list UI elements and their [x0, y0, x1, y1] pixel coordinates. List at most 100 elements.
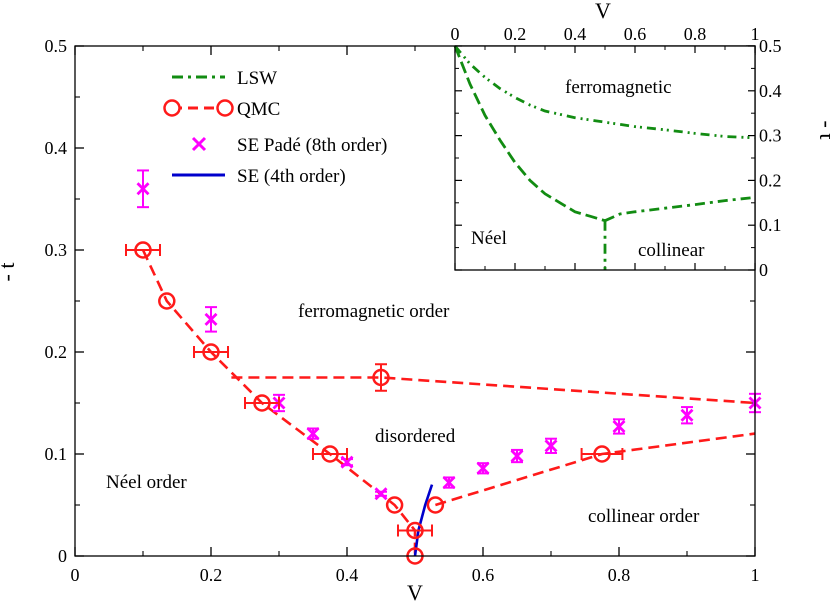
legend-label-qmc: QMC — [237, 99, 280, 120]
x-tick-label: 0.8 — [608, 565, 631, 585]
qmc-point — [312, 445, 348, 463]
region-label-neel-order: Néel order — [106, 472, 187, 493]
se-pade-cross-marker — [544, 439, 558, 453]
inset-x-tick-label: 0.6 — [624, 24, 647, 44]
se-pade-cross-marker — [680, 408, 694, 422]
y-tick-label: 0 — [58, 546, 67, 566]
main-x-axis-label: V — [407, 580, 423, 605]
main-y-axis-label: - t — [0, 263, 19, 282]
legend-swatch-qmc-marker-left — [163, 99, 181, 117]
se-pade-cross-marker — [374, 487, 388, 501]
legend-entry-se-4th: SE (4th order) — [172, 166, 346, 187]
legend-entry-se-pade: SE Padé (8th order) — [191, 135, 387, 156]
se-pade-point — [612, 418, 626, 435]
qmc-line-segment — [141, 249, 417, 556]
se-pade-cross-marker — [306, 427, 320, 441]
y-tick-label: 0.1 — [45, 444, 68, 464]
inset-background — [455, 46, 755, 270]
main-tick-labels: 0 0.2 0.4 0.6 0.8 1 0 0.1 0.2 0.3 0.4 0.5 — [45, 36, 760, 585]
qmc-circle-marker — [372, 368, 390, 387]
se-pade-point — [374, 487, 388, 501]
se-pade-point — [136, 169, 150, 209]
se-pade-cross-marker — [340, 455, 354, 469]
inset-y-tick-label: 0.3 — [759, 126, 782, 146]
qmc-point — [426, 496, 445, 514]
inset-x-tick-label: 1 — [751, 24, 760, 44]
legend-label-se-4th: SE (4th order) — [237, 166, 346, 187]
se-pade-cross-marker — [510, 449, 524, 463]
main-plot-frame — [74, 45, 756, 557]
legend-label-se-pade: SE Padé (8th order) — [237, 135, 387, 156]
region-label-ferromagnetic-order: ferromagnetic order — [298, 301, 450, 322]
qmc-circle-marker — [158, 292, 176, 310]
qmc-line-segment — [231, 376, 756, 405]
qmc-point — [397, 521, 433, 540]
qmc-point — [193, 343, 229, 361]
legend-swatch-se-pade — [191, 136, 207, 152]
qmc-circle-marker — [202, 343, 220, 361]
inset-y-tick-label: 0.1 — [759, 215, 782, 235]
qmc-point — [158, 292, 176, 310]
qmc-circle-marker — [406, 521, 424, 540]
inset-plot: 0 0.2 0.4 0.6 0.8 1 0 0.1 0.2 0.3 0.4 0.5 V - t fer… — [451, 0, 830, 280]
qmc-circle-marker — [593, 445, 611, 463]
x-tick-label: 1 — [751, 565, 760, 585]
inset-x-tick-label: 0.2 — [504, 24, 527, 44]
y-tick-label: 0.4 — [45, 138, 68, 158]
se-pade-point — [306, 427, 320, 441]
inset-x-tick-label: 0.4 — [564, 24, 587, 44]
se-pade-point — [442, 476, 456, 490]
inset-y-tick-label: 0.5 — [759, 36, 782, 56]
qmc-point — [580, 445, 624, 463]
region-label-collinear-order: collinear order — [588, 506, 700, 527]
se-pade-point — [510, 448, 524, 464]
legend-label-lsw: LSW — [237, 68, 277, 89]
se-pade-point — [204, 306, 218, 333]
y-tick-label: 0.3 — [45, 240, 68, 260]
se-pade-point — [476, 461, 490, 475]
inset-region-label-ferromagnetic: ferromagnetic — [565, 77, 672, 98]
legend-entry-qmc: QMC — [163, 99, 280, 120]
qmc-circle-marker — [385, 496, 404, 514]
x-tick-label: 0.6 — [472, 565, 495, 585]
inset-y-tick-label: 0.4 — [759, 81, 782, 101]
x-tick-label: 0.2 — [200, 565, 223, 585]
qmc-point — [372, 363, 390, 392]
se-pade-cross-marker — [136, 182, 150, 196]
region-label-disordered: disordered — [375, 426, 456, 447]
lsw-line-segment — [453, 45, 606, 223]
inset-region-label-neel: Néel — [471, 228, 507, 249]
legend-entry-lsw: LSW — [172, 68, 277, 89]
qmc-point — [244, 394, 280, 412]
inset-x-axis-label: V — [595, 0, 611, 23]
se-pade-cross-marker — [612, 419, 626, 433]
inset-x-tick-label: 0 — [451, 24, 460, 44]
qmc-circle-marker — [426, 496, 445, 514]
inset-y-axis-label: - t — [815, 121, 830, 140]
se-pade-point — [680, 406, 694, 425]
y-tick-label: 0.2 — [45, 342, 68, 362]
inset-region-label-collinear: collinear — [638, 240, 705, 261]
qmc-point — [385, 496, 404, 514]
inset-tick-labels: 0 0.2 0.4 0.6 0.8 1 0 0.1 0.2 0.3 0.4 0.5 — [451, 24, 782, 280]
qmc-circle-marker — [134, 241, 152, 259]
se-4th-order-line — [413, 484, 434, 557]
x-tick-label: 0 — [71, 565, 80, 585]
qmc-circle-marker — [253, 394, 271, 412]
inset-y-tick-label: 0.2 — [759, 170, 782, 190]
main-plot: 0 0.2 0.4 0.6 0.8 1 0 0.1 0.2 0.3 0.4 0.5 V - t fer… — [0, 36, 762, 605]
inset-y-tick-label: 0 — [759, 260, 768, 280]
inset-series-layer — [453, 45, 756, 270]
qmc-circle-marker — [321, 445, 339, 463]
se-pade-cross-marker — [204, 312, 218, 326]
se-pade-cross-marker — [476, 461, 490, 475]
y-tick-label: 0.5 — [45, 36, 68, 56]
legend: LSW QMC SE Padé (8th order) SE (4th orde… — [163, 68, 387, 187]
inset-x-tick-label: 0.8 — [684, 24, 707, 44]
x-tick-label: 0.4 — [336, 565, 359, 585]
lsw-line-segment — [604, 196, 756, 222]
qmc-point — [125, 241, 161, 259]
legend-swatch-qmc-marker-right — [216, 99, 234, 117]
se-pade-cross-marker — [442, 476, 456, 490]
